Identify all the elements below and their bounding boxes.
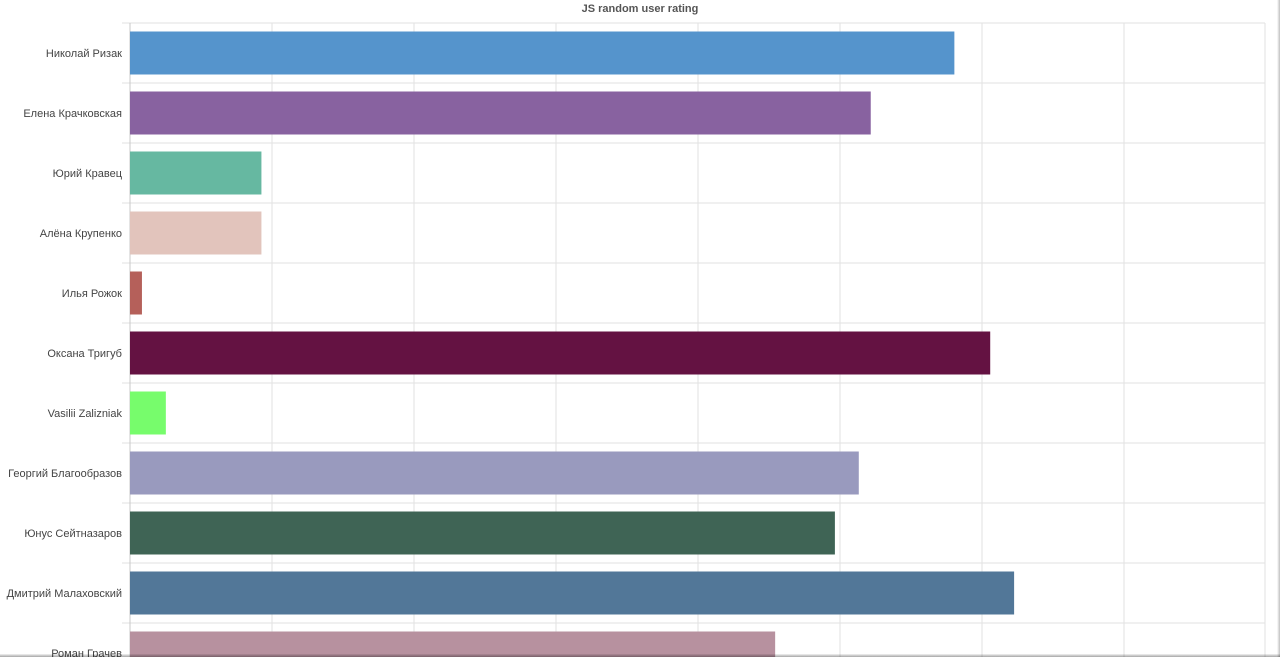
- bar: [130, 151, 262, 195]
- bar: [130, 571, 1015, 615]
- bar: [130, 211, 262, 255]
- window-edge-right: [1277, 0, 1280, 657]
- bar: [130, 271, 142, 315]
- category-tick-label: Елена Крачковская: [23, 108, 122, 120]
- grid-layer: [122, 22, 1266, 657]
- category-tick-label: Дмитрий Малаховский: [7, 588, 122, 600]
- category-tick-label: Оксана Тригуб: [47, 348, 122, 360]
- category-tick-label: Алёна Крупенко: [40, 228, 122, 240]
- bar: [130, 511, 835, 555]
- bar-layer: [130, 31, 1015, 657]
- category-tick-label: Юрий Кравец: [53, 168, 123, 180]
- category-tick-label: Илья Рожок: [62, 288, 122, 300]
- category-tick-label: Георгий Благообразов: [8, 468, 122, 480]
- category-tick-label: Vasilii Zalizniak: [48, 408, 123, 420]
- category-tick-label: Николай Ризак: [46, 48, 122, 60]
- category-tick-label: Роман Грачев: [51, 648, 122, 657]
- chart-title: JS random user rating: [582, 3, 699, 15]
- window-edge-shadow: [0, 654, 1280, 657]
- bar: [130, 631, 776, 657]
- bar: [130, 331, 991, 375]
- bar: [130, 31, 955, 75]
- bar: [130, 451, 859, 495]
- category-tick-label: Юнус Сейтназаров: [24, 528, 122, 540]
- bar: [130, 91, 871, 135]
- bar: [130, 391, 166, 435]
